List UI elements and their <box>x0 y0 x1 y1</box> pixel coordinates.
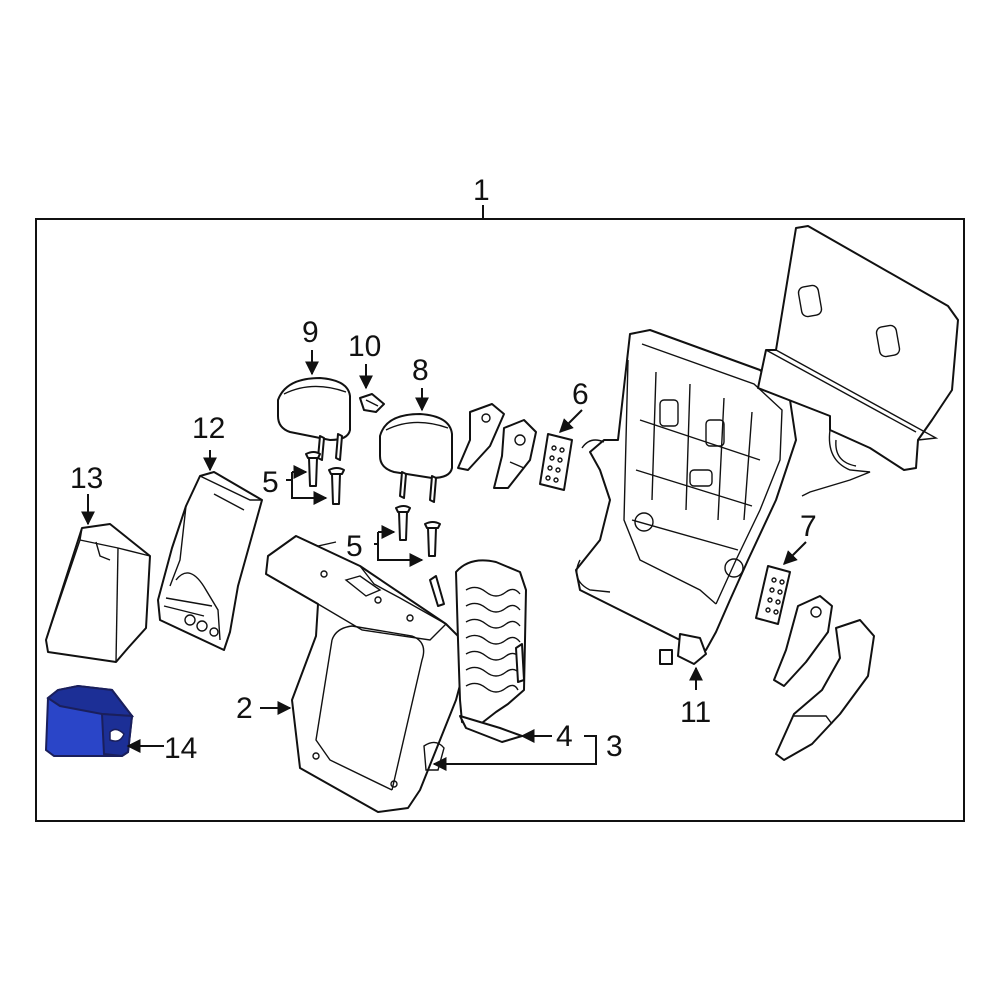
leader-lines <box>81 350 807 771</box>
headrest-center-part[interactable] <box>379 413 453 503</box>
seat-back-cushion-part[interactable] <box>265 535 471 813</box>
guide-pins-upper-part[interactable] <box>305 451 345 505</box>
clip-part[interactable] <box>359 393 385 413</box>
callout-11: 11 <box>680 696 711 729</box>
callout-4: 4 <box>556 720 573 753</box>
side-trim-part[interactable] <box>773 595 875 761</box>
back-board-part[interactable] <box>757 225 959 497</box>
headrest-outer-part[interactable] <box>277 377 351 461</box>
callout-3: 3 <box>606 730 623 763</box>
callout-7: 7 <box>800 510 817 543</box>
callout-5-upper: 5 <box>262 466 279 499</box>
callout-6: 6 <box>572 378 589 411</box>
callout-10: 10 <box>348 330 381 363</box>
callout-13: 13 <box>70 462 103 495</box>
armrest-cover-part[interactable] <box>45 523 151 663</box>
guide-pins-lower-part[interactable] <box>395 505 441 557</box>
callout-1: 1 <box>473 174 490 207</box>
pad-block-lower-part[interactable] <box>755 565 791 625</box>
callout-labels: 1 9 10 8 6 12 13 5 5 7 2 11 4 3 14 <box>70 174 817 765</box>
hinge-bracket-part[interactable] <box>457 403 537 489</box>
callout-2: 2 <box>236 692 253 725</box>
pad-block-upper-part[interactable] <box>539 433 573 491</box>
callout-5-lower: 5 <box>346 530 363 563</box>
armrest-top-face <box>46 684 135 718</box>
armrest-part[interactable] <box>44 684 135 758</box>
callout-14: 14 <box>164 732 197 765</box>
assembly-frame <box>35 218 965 822</box>
callout-9: 9 <box>302 316 319 349</box>
callout-8: 8 <box>412 354 429 387</box>
seat-back-pad-part[interactable] <box>429 559 527 743</box>
seat-back-frame-part[interactable] <box>575 329 797 665</box>
seat-back-panel-part[interactable] <box>157 471 263 651</box>
callout-12: 12 <box>192 412 225 445</box>
